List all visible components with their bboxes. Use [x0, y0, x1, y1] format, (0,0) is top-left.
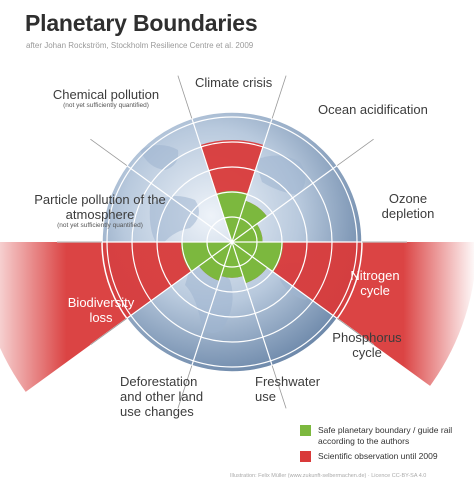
safe-sector	[232, 242, 283, 272]
continent-shape	[140, 145, 179, 170]
spoke-outer	[177, 365, 193, 409]
label-phosphorus-cycle: Phosphorus cycle	[332, 330, 402, 360]
subtitle: after Johan Rockström, Stockholm Resilie…	[26, 41, 254, 50]
safe-sector	[232, 200, 268, 242]
note-not-quantified: (not yet sufficiently quantified)	[63, 102, 149, 109]
label-chemical-pollution: Chemical pollution (not yet sufficiently…	[50, 87, 162, 110]
spoke-outer	[271, 365, 287, 409]
spoke-outer	[90, 138, 128, 166]
label-biodiversity-loss: Biodiversity loss	[67, 295, 135, 325]
safe-sector	[232, 224, 263, 242]
safe-sector	[232, 242, 268, 284]
spoke-outer	[336, 318, 374, 346]
legend-swatch-safe	[300, 425, 311, 436]
label-freshwater-use: Freshwater use	[255, 374, 321, 404]
observation-sector	[232, 242, 474, 386]
safe-sector	[181, 242, 232, 272]
spoke-outer	[336, 138, 374, 166]
label-climate-crisis: Climate crisis	[195, 75, 273, 90]
label-particle-pollution: Particle pollution of the atmosphere (no…	[30, 192, 170, 230]
continent-shape	[255, 155, 306, 195]
legend-item-observation: Scientific observation until 2009	[300, 451, 453, 462]
legend: Safe planetary boundary / guide rail acc…	[300, 425, 453, 466]
credit: Illustration: Felix Müller (www.zukunft-…	[230, 473, 427, 479]
observation-sector	[0, 242, 232, 392]
sector-spokes	[57, 75, 407, 409]
legend-swatch-observation	[300, 451, 311, 462]
note-not-quantified: (not yet sufficiently quantified)	[57, 222, 143, 229]
spoke-outer	[271, 75, 287, 119]
spoke-outer	[177, 75, 193, 119]
label-ozone-depletion: Ozone depletion	[381, 191, 435, 221]
label-nitrogen-cycle: Nitrogen cycle	[350, 268, 400, 298]
legend-item-safe: Safe planetary boundary / guide rail acc…	[300, 425, 453, 447]
page-title: Planetary Boundaries	[25, 10, 258, 36]
spoke-outer	[90, 318, 128, 346]
safe-sector	[220, 242, 244, 278]
label-ocean-acidification: Ocean acidification	[318, 102, 428, 117]
label-deforestation: Deforestation and other land use changes	[120, 374, 204, 419]
